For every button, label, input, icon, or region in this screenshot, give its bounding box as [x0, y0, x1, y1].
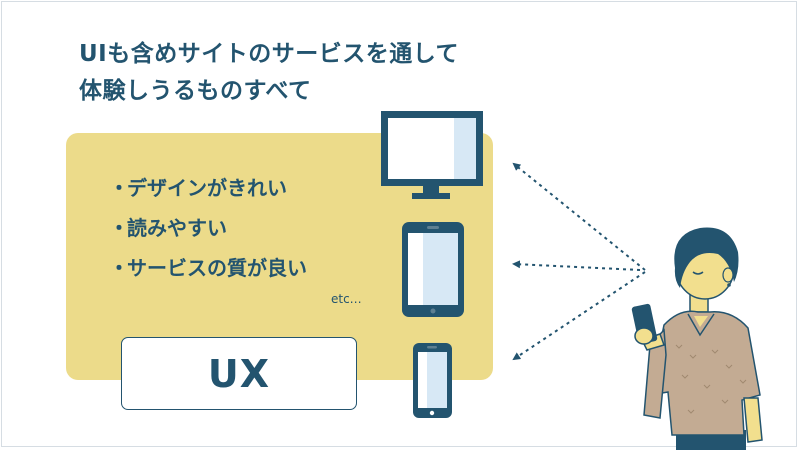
bullet-text: サービスの質が良い — [127, 256, 307, 280]
arrow-to-smartphone — [512, 271, 646, 361]
etc-label: etc… — [331, 292, 362, 306]
ui-qualities-list: ・デザインがきれい ・読みやすい ・サービスの質が良い — [109, 168, 307, 288]
bullet-marker: ・ — [109, 176, 129, 200]
list-item: ・デザインがきれい — [109, 168, 307, 208]
person-holding-phone-icon — [631, 227, 763, 450]
arrow-to-monitor — [512, 162, 646, 271]
dashed-arrows — [512, 162, 646, 361]
title-line-2: 体験しうるものすべて — [79, 78, 312, 104]
title-line-1: UIも含めサイトのサービスを通して — [79, 41, 460, 67]
arrow-to-tablet — [512, 260, 641, 271]
bullet-marker: ・ — [109, 216, 129, 240]
monitor-icon — [381, 111, 483, 199]
tablet-icon — [402, 222, 464, 317]
bullet-text: 読みやすい — [127, 216, 227, 240]
list-item: ・読みやすい — [109, 208, 307, 248]
bullet-marker: ・ — [109, 256, 129, 280]
page-title: UIも含めサイトのサービスを通して 体験しうるものすべて — [79, 36, 459, 110]
ux-box: UX — [121, 337, 357, 410]
bullet-text: デザインがきれい — [127, 176, 287, 200]
list-item: ・サービスの質が良い — [109, 248, 307, 288]
smartphone-icon — [413, 343, 452, 418]
